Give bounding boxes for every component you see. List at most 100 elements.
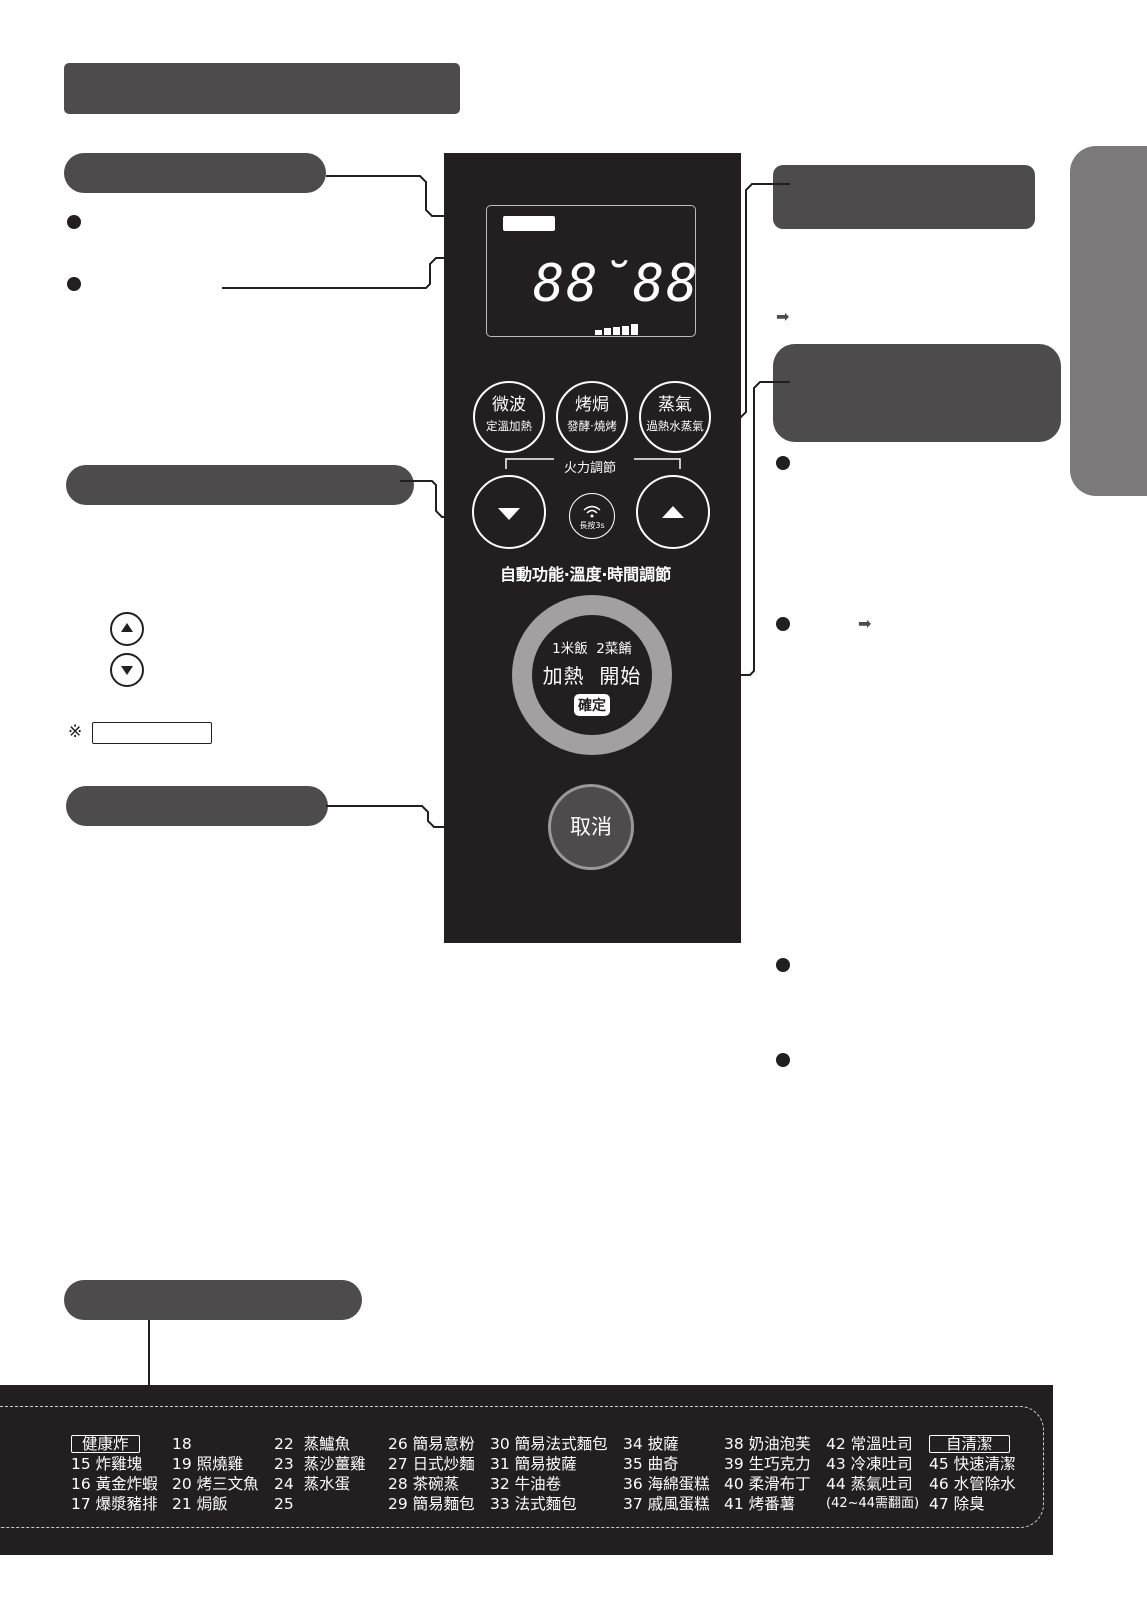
down-triangle-icon — [498, 508, 520, 520]
control-panel: 88˘88 微波 定溫加熱 烤焗 發酵‧燒烤 蒸氣 過熱水蒸氣 火力調節 長按3… — [444, 153, 741, 943]
menu-column: 22 蒸鱸魚 23 蒸沙薑雞 24 蒸水蛋 25 — [274, 1434, 366, 1514]
power-level-bars — [595, 316, 640, 335]
menu-item: (42~44需翻面) — [826, 1496, 920, 1511]
menu-item: 36 海綿蛋糕 — [623, 1475, 710, 1493]
menu-column: 42 常溫吐司 43 冷凍吐司 44 蒸氣吐司 (42~44需翻面) — [826, 1434, 919, 1514]
fire-bracket — [505, 458, 681, 469]
level-bar — [595, 330, 602, 335]
adjust-label: 自動功能‧溫度‧時間調節 — [500, 565, 672, 584]
menu-item: 26 簡易意粉 — [388, 1435, 475, 1453]
page-title-bar — [64, 63, 460, 114]
down-button[interactable] — [472, 475, 546, 549]
menu-item: 20 烤三文魚 — [172, 1475, 259, 1493]
menu-item: 29 簡易麵包 — [388, 1495, 475, 1513]
level-bar — [613, 327, 620, 335]
steam-button[interactable]: 蒸氣 過熱水蒸氣 — [639, 381, 711, 453]
microwave-button[interactable]: 微波 定溫加熱 — [473, 381, 545, 453]
menu-item: 44 蒸氣吐司 — [826, 1475, 913, 1493]
level-bar — [631, 324, 638, 335]
menu-item: 41 烤番薯 — [724, 1495, 796, 1513]
start-top-label: 1米飯 2菜餚 — [552, 641, 632, 657]
menu-item: 46 水管除水 — [929, 1475, 1016, 1493]
menu-column: 26 簡易意粉 27 日式炒麵 28 茶碗蒸 29 簡易麵包 — [388, 1434, 475, 1514]
menu-item: 19 照燒雞 — [172, 1455, 244, 1473]
level-bar — [622, 326, 629, 335]
start-callout — [773, 344, 1061, 442]
menu-item: 47 除臭 — [929, 1495, 985, 1513]
start-button-face: 1米飯 2菜餚 加熱 開始 確定 — [532, 615, 652, 735]
button-sublabel: 定溫加熱 — [486, 418, 532, 433]
bullet-dot — [776, 617, 790, 631]
menu-item: 30 簡易法式麵包 — [490, 1435, 608, 1453]
menu-item: 27 日式炒麵 — [388, 1455, 475, 1473]
menu-item: 38 奶油泡芙 — [724, 1435, 811, 1453]
menu-item: 健康炸 — [71, 1434, 158, 1454]
cancel-button[interactable]: 取消 — [548, 784, 634, 870]
menu-item: 40 柔滑布丁 — [724, 1475, 811, 1493]
menu-item: 45 快速清潔 — [929, 1455, 1016, 1473]
start-main-label: 加熱 開始 — [542, 664, 642, 688]
bullet-dot — [776, 456, 790, 470]
menu-item: 37 戚風蛋糕 — [623, 1495, 710, 1513]
wifi-button[interactable]: 長按3s — [569, 493, 615, 539]
wifi-hold-label: 長按3s — [579, 521, 605, 530]
down-arrow-icon — [110, 653, 144, 687]
menu-dashed-border — [0, 1406, 1044, 1528]
right-arrow-icon: ➡ — [776, 307, 790, 326]
menu-item: 22 蒸鱸魚 — [274, 1435, 351, 1453]
menu-item: 33 法式麵包 — [490, 1495, 577, 1513]
menu-item: 25 — [274, 1495, 294, 1513]
wifi-icon — [583, 505, 601, 518]
button-label: 烤焗 — [575, 395, 609, 415]
bullet-dot — [67, 215, 81, 229]
mode-callout — [773, 165, 1035, 229]
cancel-callout — [66, 786, 328, 826]
menu-item: 24 蒸水蛋 — [274, 1475, 351, 1493]
menu-column: 34 披薩 35 曲奇 36 海綿蛋糕 37 戚風蛋糕 — [623, 1434, 710, 1514]
menu-column: 30 簡易法式麵包 31 簡易披薩 32 牛油卷 33 法式麵包 — [490, 1434, 608, 1514]
button-label: 蒸氣 — [658, 395, 692, 415]
menu-item: 43 冷凍吐司 — [826, 1455, 913, 1473]
bullet-dot — [776, 1053, 790, 1067]
menu-item: 自清潔 — [929, 1434, 1016, 1454]
menu-item: 28 茶碗蒸 — [388, 1475, 460, 1493]
button-sublabel: 發酵‧燒烤 — [567, 418, 617, 433]
oven-button[interactable]: 烤焗 發酵‧燒烤 — [556, 381, 628, 453]
auto-menu-bar: 健康炸 15 炸雞塊 16 黃金炸蝦 17 爆漿豬排 18 19 照燒雞 20 … — [0, 1385, 1053, 1555]
button-label: 微波 — [492, 395, 526, 415]
bullet-dot — [776, 958, 790, 972]
category-label: 自清潔 — [929, 1435, 1010, 1453]
up-triangle-icon — [662, 506, 684, 518]
menu-item: 39 生巧克力 — [724, 1455, 811, 1473]
menu-item: 15 炸雞塊 — [71, 1455, 143, 1473]
menu-item: 23 蒸沙薑雞 — [274, 1455, 366, 1473]
menu-item: 35 曲奇 — [623, 1455, 679, 1473]
menu-column: 18 19 照燒雞 20 烤三文魚 21 焗飯 — [172, 1434, 259, 1514]
up-button[interactable] — [636, 475, 710, 549]
menu-item: 42 常溫吐司 — [826, 1435, 913, 1453]
menu-column: 健康炸 15 炸雞塊 16 黃金炸蝦 17 爆漿豬排 — [71, 1434, 158, 1514]
note-symbol: ※ — [68, 722, 83, 742]
confirm-badge: 確定 — [574, 694, 610, 716]
start-button[interactable]: 1米飯 2菜餚 加熱 開始 確定 — [512, 595, 672, 755]
display-callout — [64, 153, 326, 193]
menu-item: 31 簡易披薩 — [490, 1455, 577, 1473]
fire-adjust-label: 火力調節 — [564, 461, 617, 476]
menu-column: 38 奶油泡芙 39 生巧克力 40 柔滑布丁 41 烤番薯 — [724, 1434, 811, 1514]
bullet-dot — [67, 277, 81, 291]
category-label: 健康炸 — [71, 1435, 140, 1453]
menu-item: 16 黃金炸蝦 — [71, 1475, 158, 1493]
level-bar — [604, 328, 611, 335]
menu-item: 34 披薩 — [623, 1435, 679, 1453]
menu-item: 21 焗飯 — [172, 1495, 228, 1513]
up-arrow-icon — [110, 612, 144, 646]
lcd-display: 88˘88 — [486, 205, 698, 337]
time-readout: 88˘88 — [533, 254, 700, 314]
menu-callout — [64, 1280, 362, 1320]
display-indicator — [503, 216, 555, 231]
menu-column: 自清潔 45 快速清潔 46 水管除水 47 除臭 — [929, 1434, 1016, 1514]
side-tab — [1070, 146, 1147, 496]
right-arrow-icon: ➡ — [858, 614, 872, 633]
menu-item: 17 爆漿豬排 — [71, 1495, 158, 1513]
menu-item: 18 — [172, 1435, 192, 1453]
